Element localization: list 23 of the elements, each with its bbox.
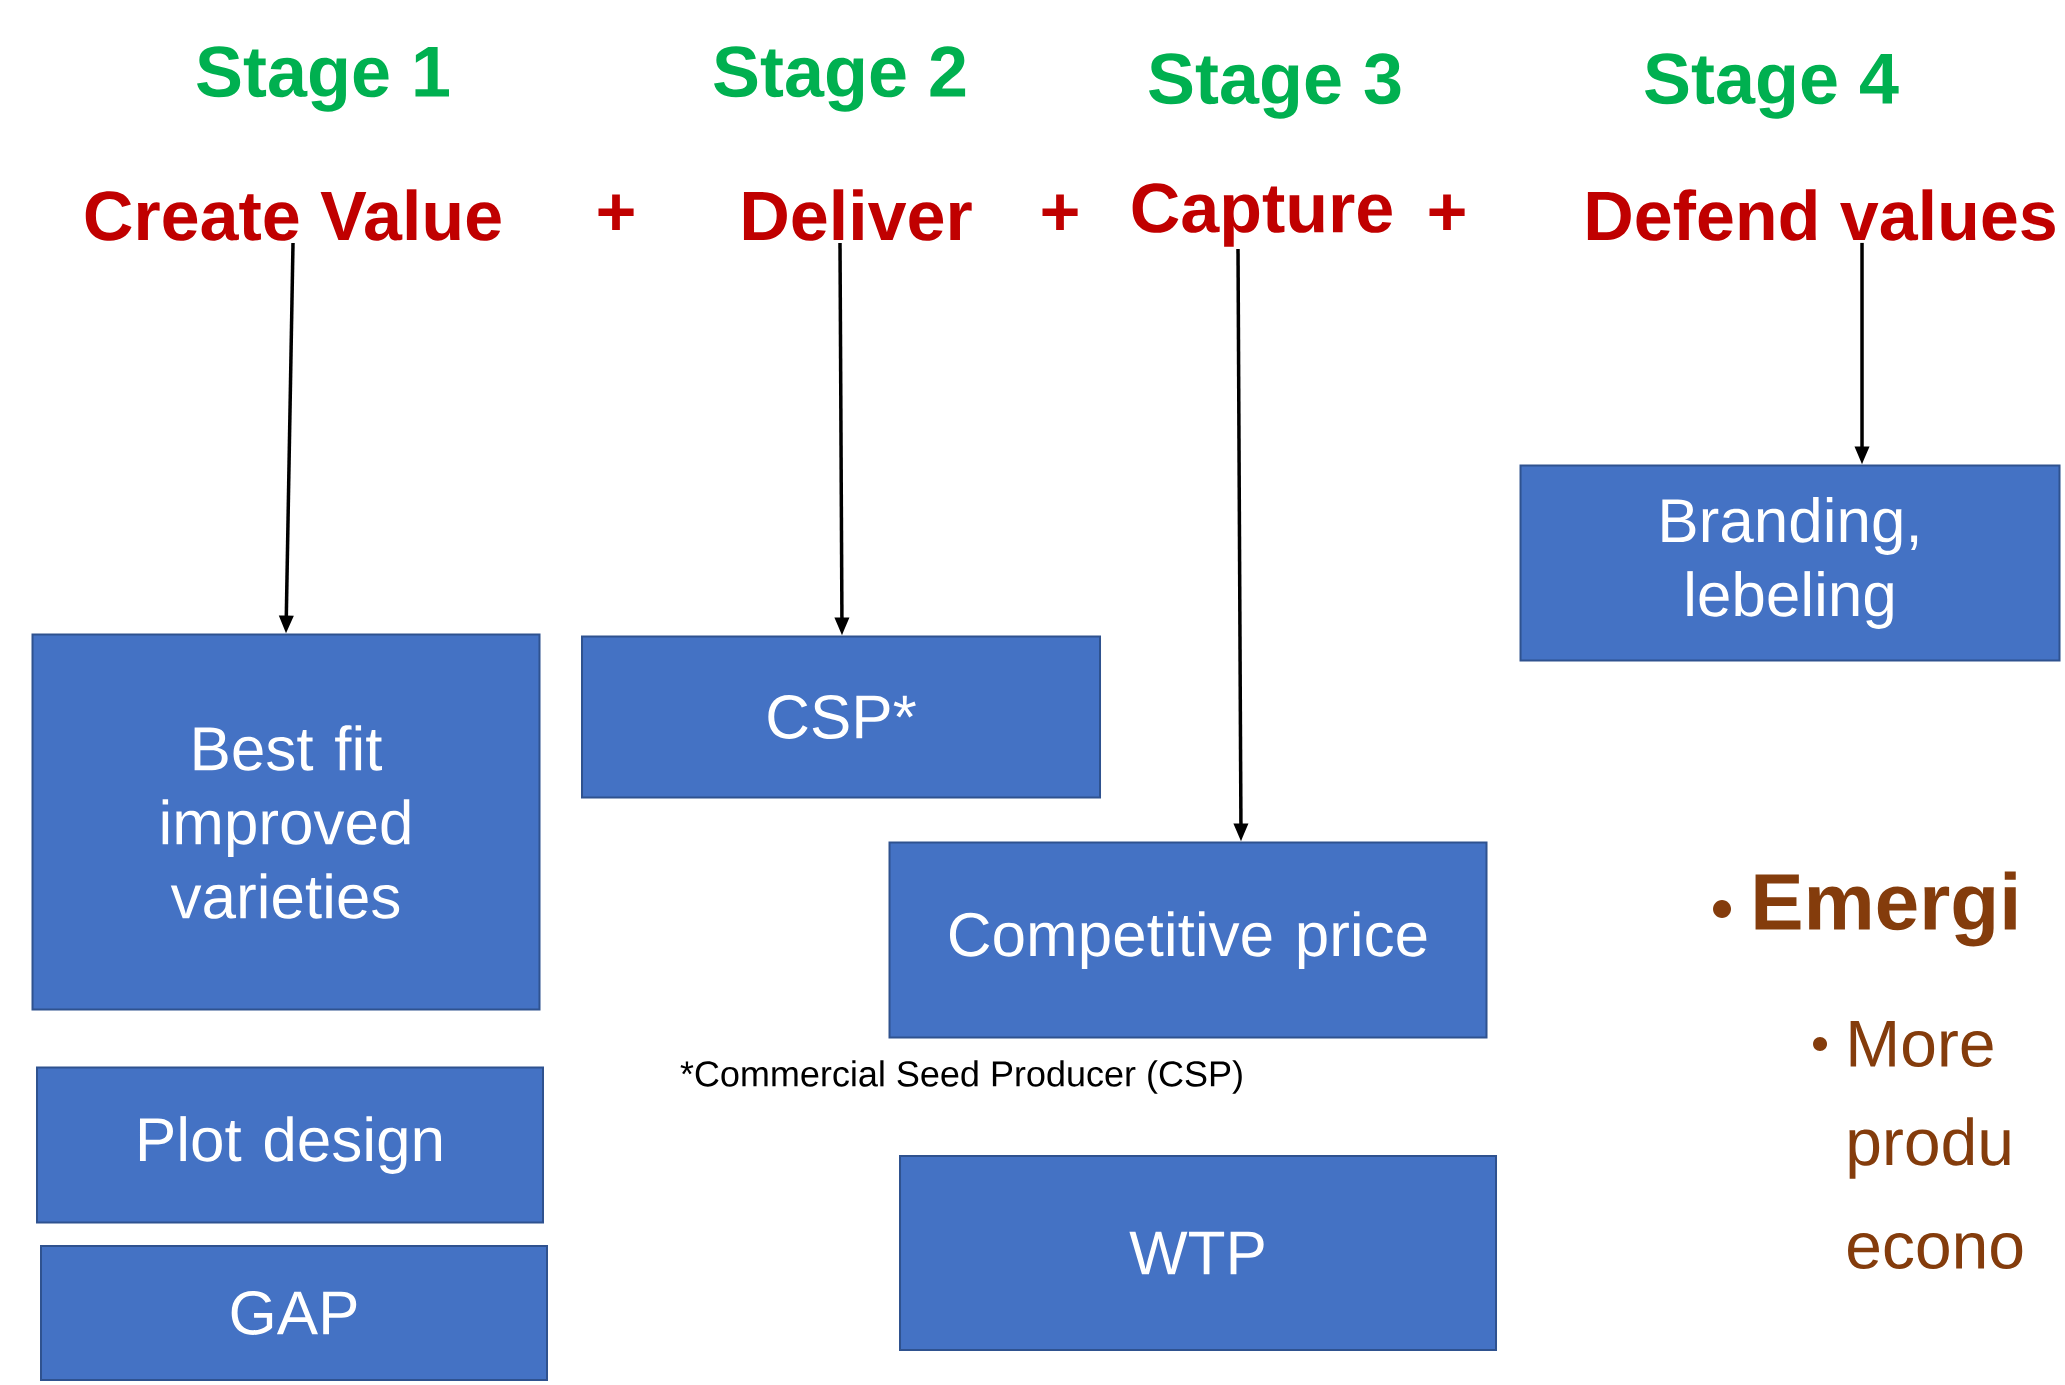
process-box: GAP: [40, 1245, 548, 1381]
process-box: Plot design: [36, 1066, 544, 1224]
stage-heading: Defend values: [1587, 189, 2055, 241]
plus-sign: +: [1042, 194, 1078, 231]
bullet-text: More: [1850, 1021, 1993, 1068]
process-box: Best fit improved varieties: [31, 633, 541, 1011]
footnote: *Commercial Seed Producer (CSP): [680, 1060, 1242, 1094]
stage-heading: Deliver: [743, 189, 972, 241]
process-box: Branding, lebeling: [1519, 464, 2061, 662]
stage-heading: Capture: [1132, 183, 1392, 247]
stage-label: Stage 2: [714, 46, 966, 112]
stage-label: Stage 3: [1149, 53, 1401, 119]
bullet-text: econo: [1848, 1232, 2023, 1270]
process-box: WTP: [899, 1155, 1497, 1351]
process-box: Competitive price: [888, 841, 1488, 1039]
bullet-text: produ: [1849, 1117, 2010, 1179]
bullet-text: Emergi: [1755, 871, 2016, 947]
plus-sign: +: [1429, 194, 1465, 231]
stage-label: Stage 4: [1645, 53, 1899, 119]
process-box: CSP*: [581, 635, 1101, 799]
stage-label: Stage 1: [197, 46, 449, 112]
plus-sign: +: [598, 194, 634, 231]
stage-heading: Create Value: [85, 189, 501, 241]
